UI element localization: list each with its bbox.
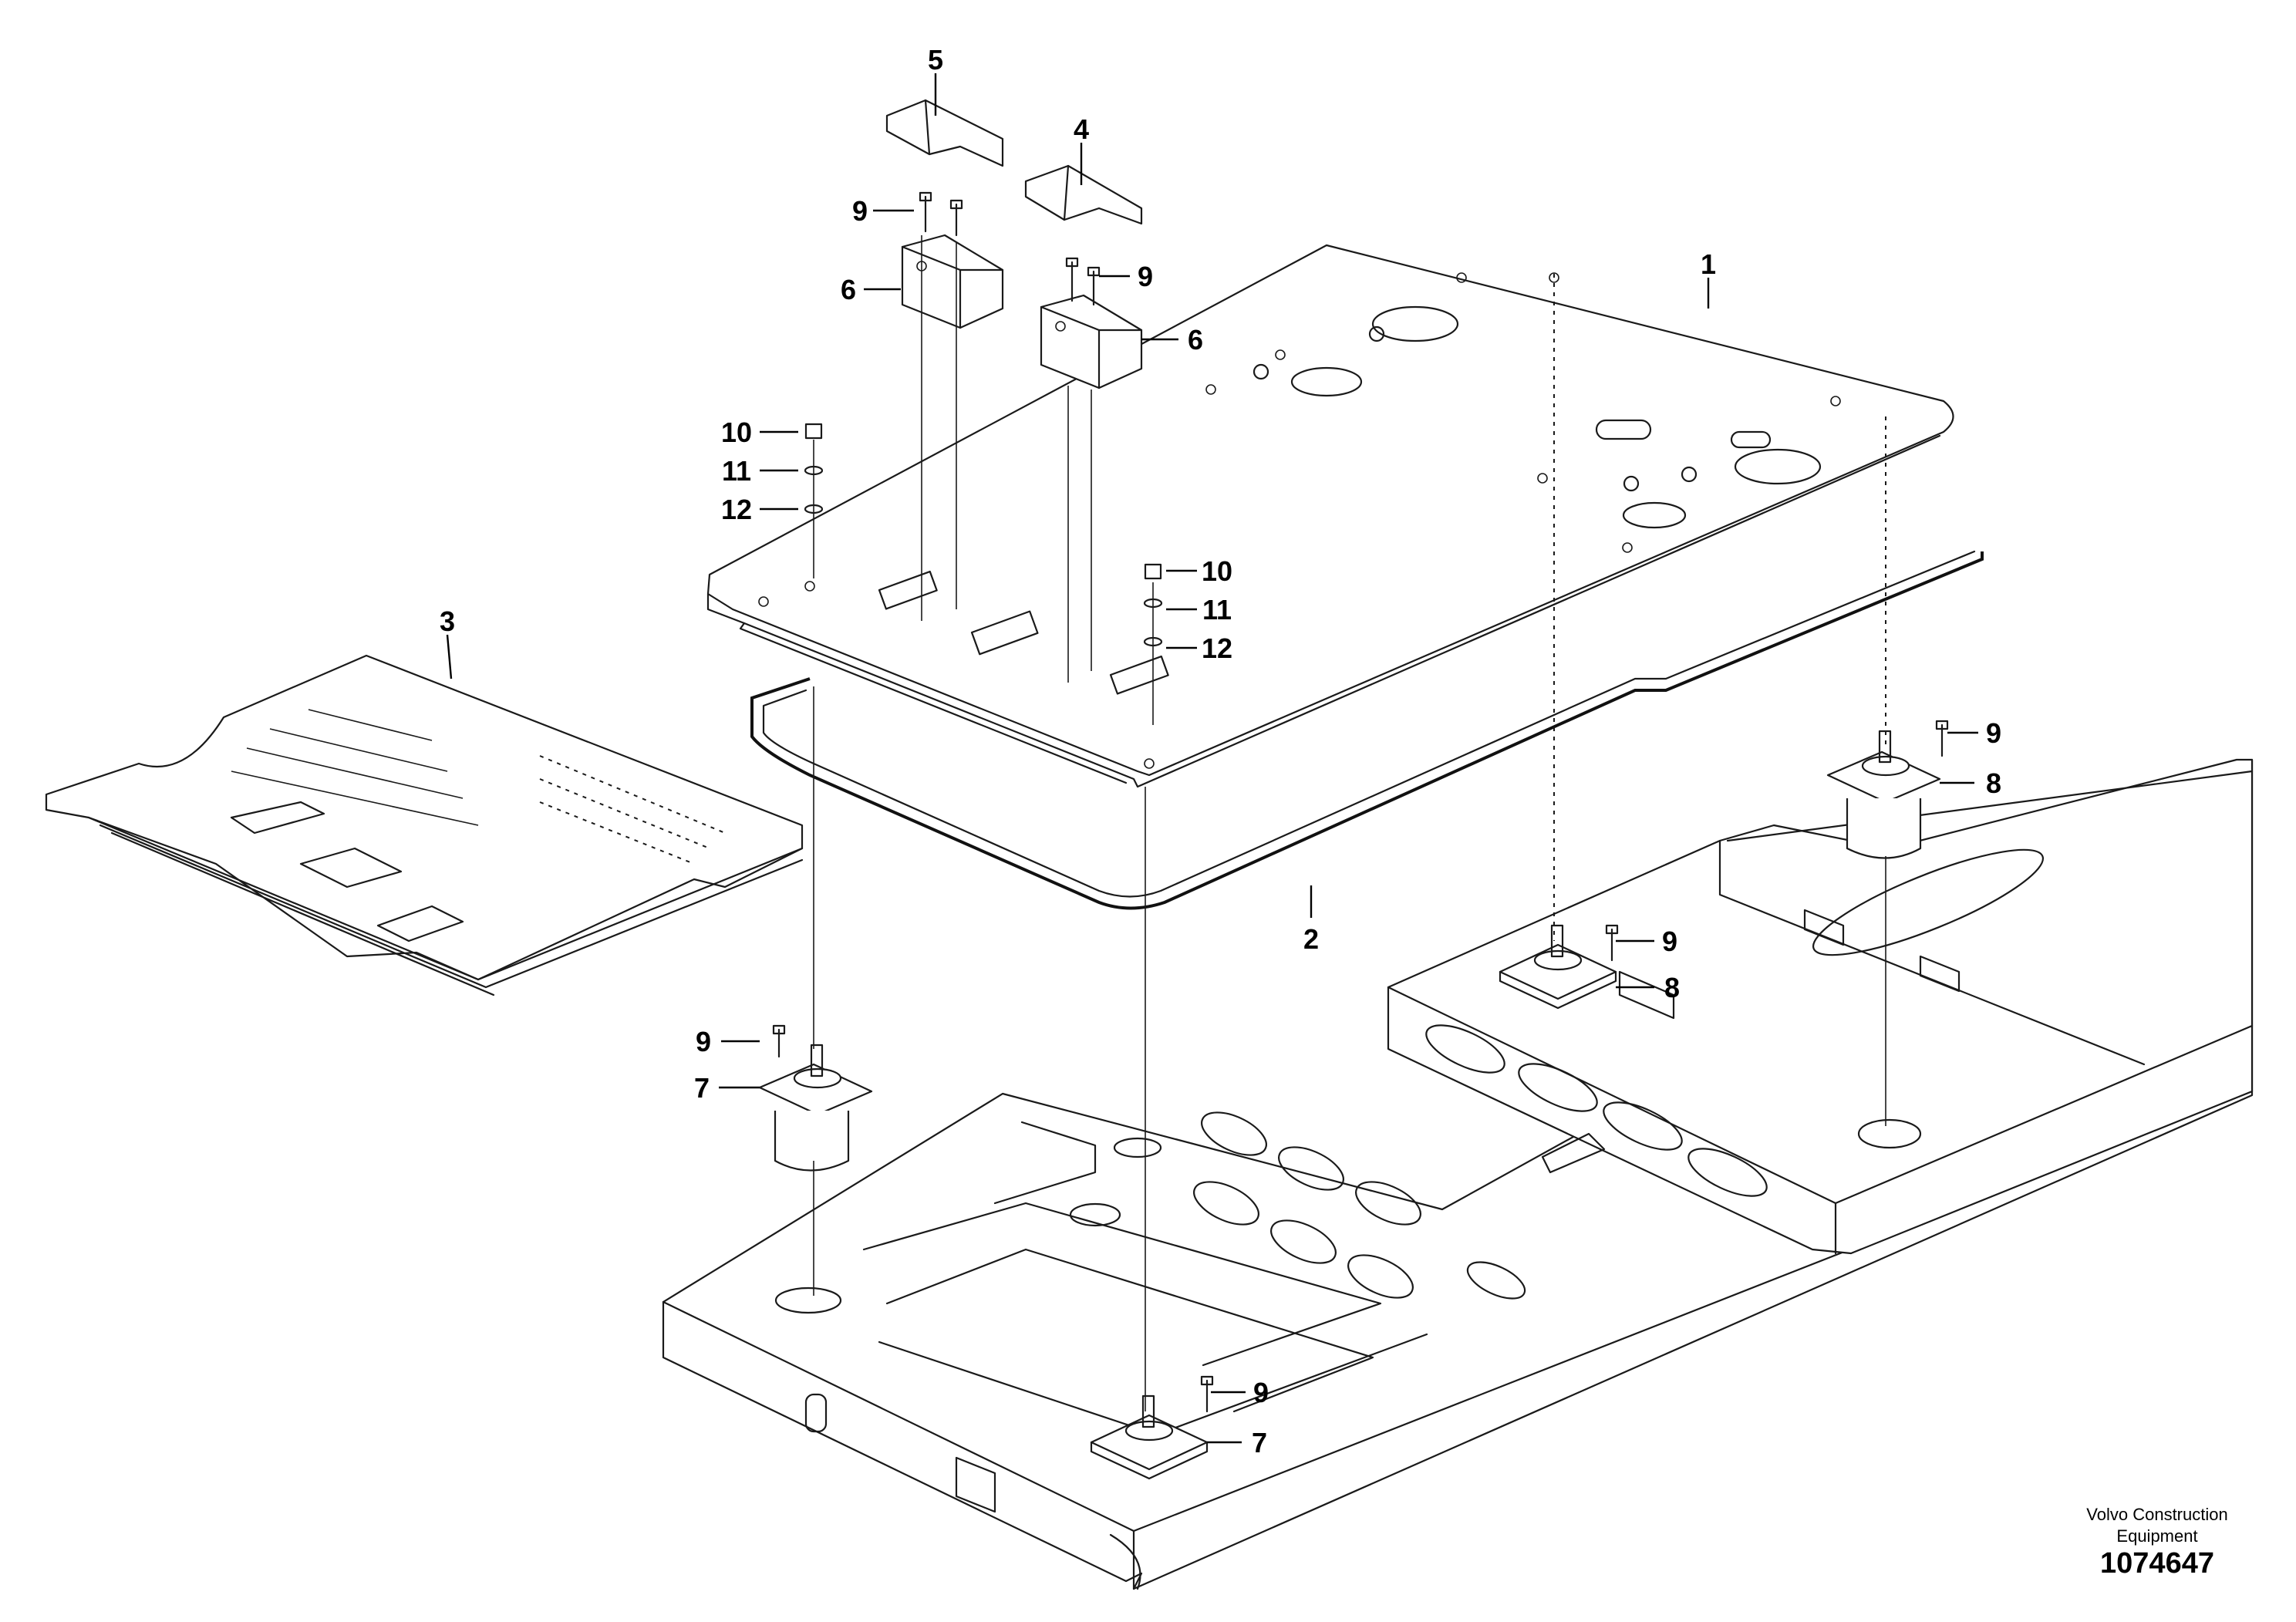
callout-6-left: 6: [841, 274, 856, 305]
callout-8-center: 8: [1664, 972, 1680, 1003]
mount-part-8-center: [1499, 924, 1617, 1010]
bracket-part-6-right: [1040, 294, 1143, 389]
callout-12-left: 12: [721, 494, 752, 525]
callout-7-upper: 7: [694, 1072, 710, 1104]
callout-7-lower: 7: [1252, 1427, 1267, 1458]
callout-5: 5: [928, 44, 943, 76]
callout-11-right: 11: [1202, 594, 1232, 626]
brand-line-2: Equipment: [2116, 1526, 2198, 1546]
callout-9-left-mount: 9: [696, 1026, 711, 1057]
upper-right-frame: [1387, 758, 2254, 1255]
callout-1: 1: [1701, 248, 1716, 280]
cover-part-4: [1024, 164, 1143, 225]
callout-11-left: 11: [722, 455, 751, 487]
bracket-part-6-left: [901, 234, 1004, 329]
callout-4: 4: [1074, 113, 1089, 145]
brand-caption: Volvo Construction Equipment: [2057, 1504, 2257, 1547]
cover-part-5: [885, 99, 1004, 167]
callout-9-bottom-mount: 9: [1253, 1377, 1269, 1408]
callout-9-right-mount: 9: [1986, 717, 2001, 749]
callout-3: 3: [440, 605, 455, 637]
callout-12-right: 12: [1202, 632, 1232, 664]
callout-9-top-left: 9: [852, 195, 868, 227]
mount-part-7-upper: [758, 1044, 873, 1172]
mount-part-7-lower: [1090, 1394, 1209, 1480]
floor-mat: [45, 654, 804, 996]
callout-labels: 1 2 3 4 5 6 6 7 7 8 8 9 9 9 9 9 9 10 10 …: [440, 44, 2001, 1458]
document-number: 1074647: [2100, 1547, 2214, 1580]
callout-10-left: 10: [721, 416, 752, 448]
seal-strip: [750, 550, 1984, 910]
alignment-lines: [813, 235, 1886, 1411]
callout-10-right: 10: [1202, 555, 1232, 587]
callout-9-top-right: 9: [1138, 261, 1153, 292]
callout-8-right: 8: [1986, 767, 2001, 799]
callout-6-right: 6: [1188, 324, 1203, 356]
callout-2: 2: [1303, 923, 1319, 955]
brand-line-1: Volvo Construction: [2086, 1505, 2228, 1524]
mount-part-8-right: [1826, 730, 1941, 859]
callout-leaders: [446, 73, 1978, 1444]
callout-9-center-mount: 9: [1662, 926, 1677, 957]
floor-plate: [706, 244, 1954, 788]
